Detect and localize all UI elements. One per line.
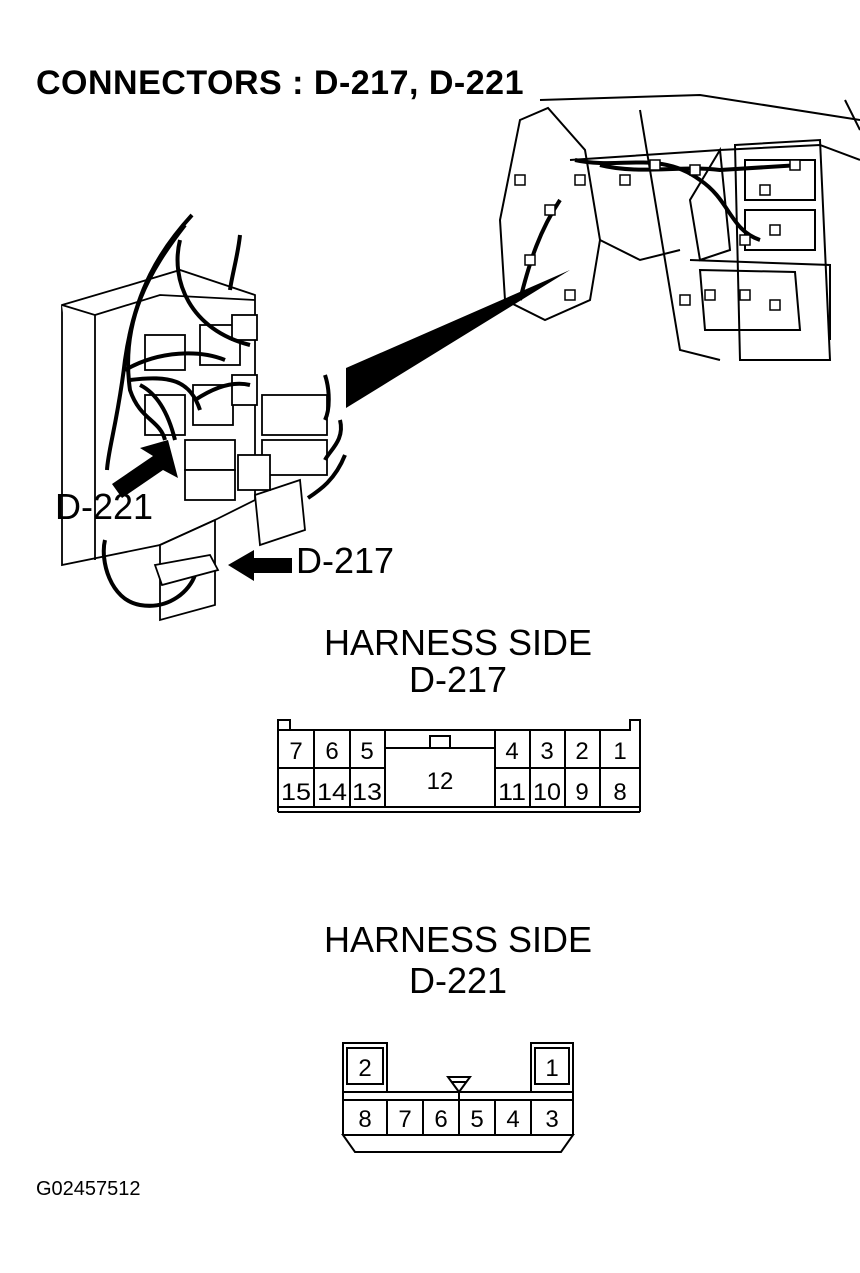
d217-arrow (228, 550, 292, 581)
d217-pin-15: 15 (281, 779, 311, 806)
d221-section-heading: HARNESS SIDE (323, 919, 593, 960)
d221-pin-6: 6 (434, 1106, 447, 1133)
d221-arrow (112, 440, 178, 498)
d221-pin-3: 3 (545, 1106, 558, 1133)
d217-pin-1: 1 (613, 738, 626, 765)
d221-pin-5: 5 (470, 1106, 483, 1133)
d217-pin-10: 10 (533, 779, 561, 806)
d221-section-name: D-221 (408, 960, 508, 1001)
d217-pin-5: 5 (360, 738, 373, 765)
d217-pin-4: 4 (505, 738, 518, 765)
d217-pin-13: 13 (352, 779, 382, 806)
d221-pin-1: 1 (545, 1055, 558, 1082)
d217-callout-label: D-217 (296, 540, 395, 581)
d221-callout-label: D-221 (55, 486, 154, 527)
d217-pin-9: 9 (575, 779, 588, 806)
d217-pin-6: 6 (325, 738, 338, 765)
d217-section-heading: HARNESS SIDE (323, 622, 593, 663)
d217-pin-2: 2 (575, 738, 588, 765)
dashboard-locator-sketch (498, 93, 860, 361)
dashboard-connectors (514, 159, 801, 311)
d217-pin-7: 7 (289, 738, 302, 765)
d221-connector-face: 2 1 8 7 6 5 4 3 (341, 1042, 575, 1153)
d217-pin-3: 3 (540, 738, 553, 765)
d217-section-name: D-217 (408, 659, 508, 700)
d221-pin-8: 8 (358, 1106, 371, 1133)
d221-pin-7: 7 (398, 1106, 411, 1133)
d221-pin-2: 2 (358, 1055, 371, 1082)
figure-id: G02457512 (36, 1178, 141, 1200)
d217-connector-face: 7 6 5 4 3 2 1 12 15 14 13 11 10 9 8 (277, 719, 641, 813)
d217-pin-8: 8 (613, 779, 626, 806)
zoom-wedge (346, 270, 570, 408)
page-title: CONNECTORS : D-217, D-221 (36, 64, 524, 102)
wire-bundles (101, 213, 347, 608)
d217-pin-14: 14 (317, 779, 347, 806)
relay-block-illustration (61, 93, 860, 622)
d217-pin-12: 12 (427, 768, 454, 795)
d217-pin-11: 11 (498, 779, 526, 806)
d217-connector-sketch (153, 553, 220, 587)
d221-pin-4: 4 (506, 1106, 519, 1133)
